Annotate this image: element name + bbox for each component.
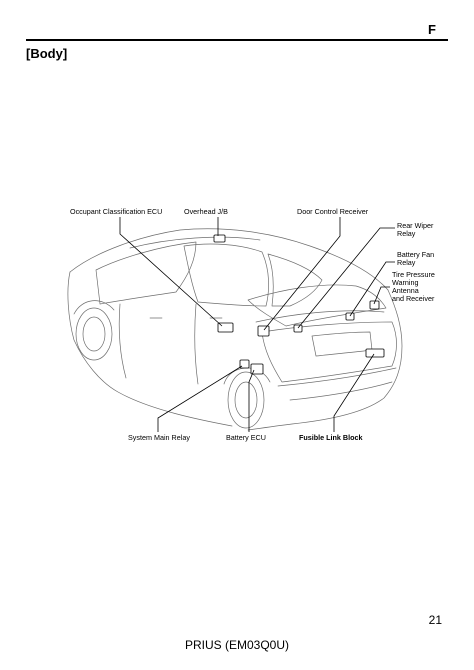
door-receiver-marker [257,325,270,337]
rear-wiper-relay-marker [293,324,303,333]
leader-lines [119,217,395,432]
tpms-receiver-marker [369,300,380,310]
battery-ecu-marker [250,363,264,375]
section-letter: F [428,22,436,37]
battery-fan-relay-marker [345,312,355,321]
label-battery-ecu: Battery ECU [226,433,266,442]
label-battery-fan-relay: Battery Fan Relay [397,250,435,267]
document-footer: PRIUS (EM03Q0U) [184,638,290,652]
section-title: [Body] [26,46,68,61]
page-number: 21 [428,613,442,627]
component-markers [213,234,385,375]
overhead-jb-marker [213,234,226,243]
label-fusible-link-block: Fusible Link Block [299,433,363,442]
header-rule [26,39,448,41]
label-occupant-classification-ecu: Occupant Classification ECU [70,207,163,216]
label-rear-wiper-relay: Rear Wiper Relay [397,221,434,238]
label-system-main-relay: System Main Relay [128,433,190,442]
label-tire-pressure-warning-antenna: Tire Pressure Warning Antenna and Receiv… [392,270,435,303]
label-overhead-jb: Overhead J/B [184,207,228,216]
label-door-control-receiver: Door Control Receiver [297,207,369,216]
car-outline [67,228,403,431]
fusible-link-marker [365,348,385,358]
system-main-relay-marker [239,359,250,369]
